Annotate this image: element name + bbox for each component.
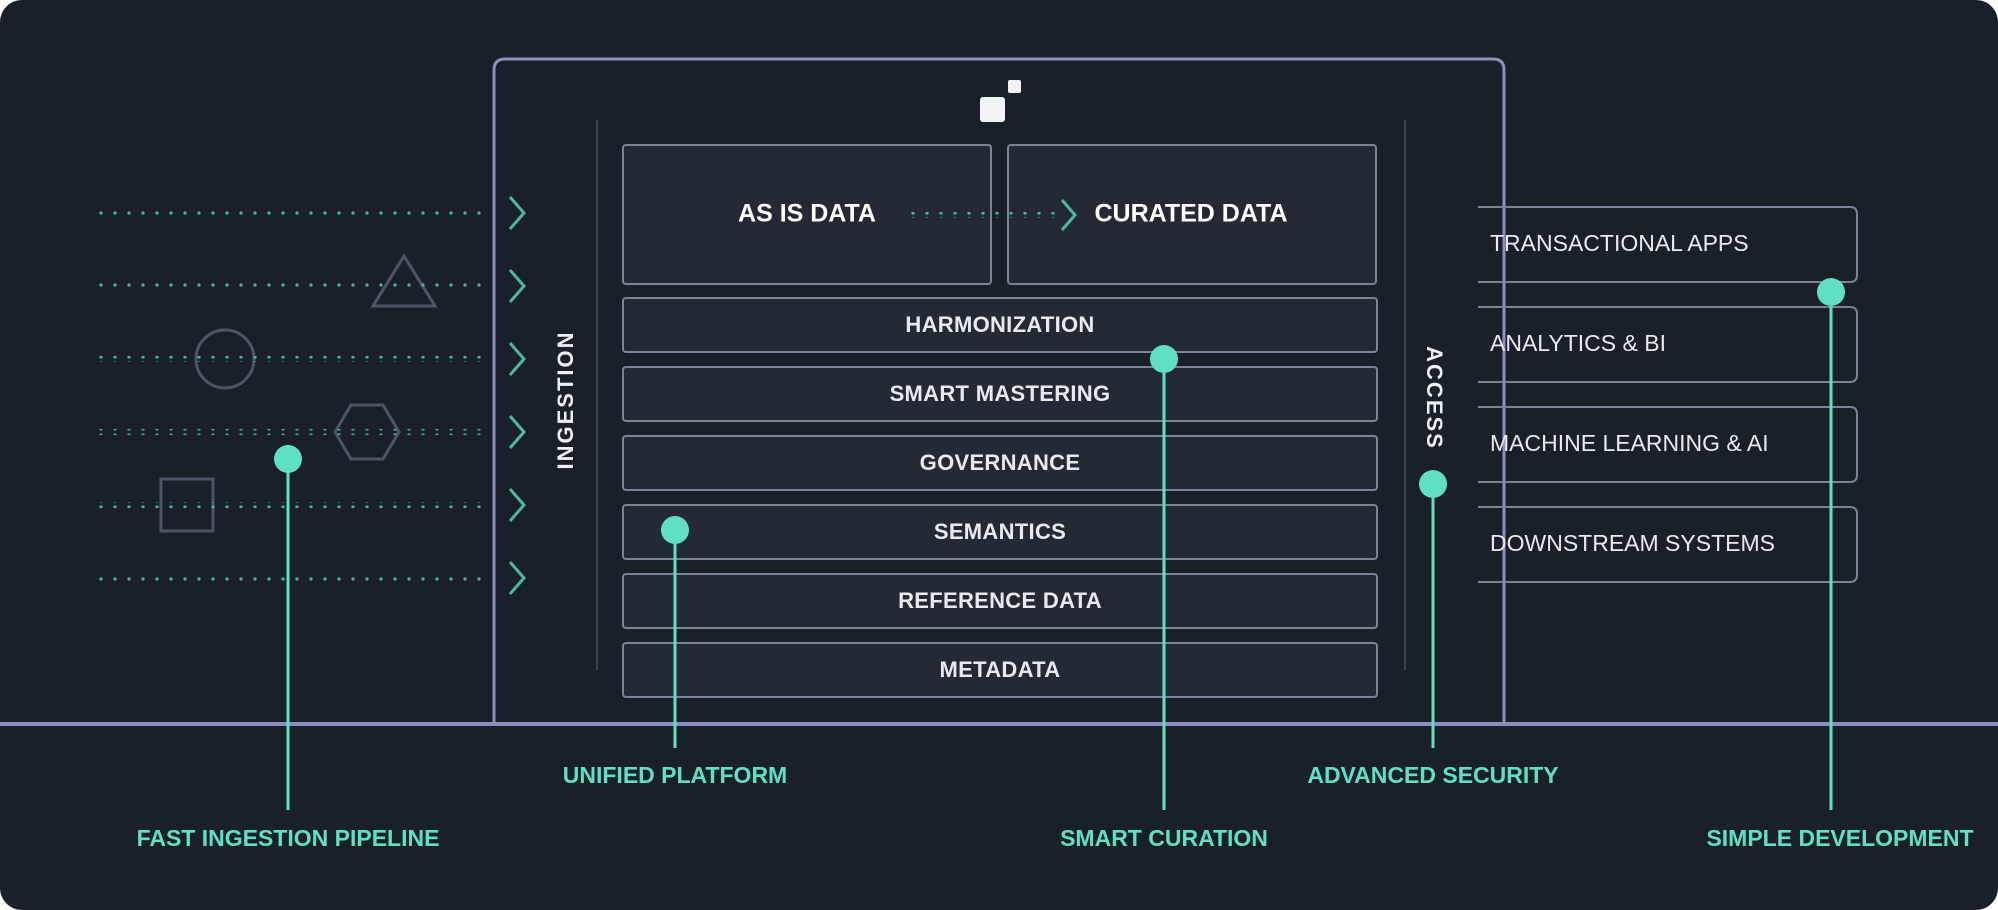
callout-label: SMART CURATION <box>1060 825 1268 851</box>
flow-arrow-5 <box>90 488 526 522</box>
curated-data-box: CURATED DATA <box>1007 144 1377 285</box>
flow-arrow-3 <box>90 342 526 376</box>
flow-arrow-6 <box>90 561 526 595</box>
layer-reference-data: REFERENCE DATA <box>622 573 1378 629</box>
app-label: DOWNSTREAM SYSTEMS <box>1490 530 1775 556</box>
layer-label: HARMONIZATION <box>905 312 1094 337</box>
platform-frame <box>492 57 1506 722</box>
callout-label: ADVANCED SECURITY <box>1307 762 1558 788</box>
ingestion-label: INGESTION <box>553 330 578 469</box>
layer-harmonization: HARMONIZATION <box>622 297 1378 353</box>
app-machine-learning-ai: MACHINE LEARNING & AI <box>1478 406 1858 483</box>
callout-fast-ingestion: FAST INGESTION PIPELINE <box>137 445 440 851</box>
layer-metadata: METADATA <box>622 642 1378 698</box>
app-transactional-apps: TRANSACTIONAL APPS <box>1478 206 1858 283</box>
curation-flow-arrow <box>903 199 1077 231</box>
as-is-data-box: AS IS DATA <box>622 144 992 285</box>
as-is-data-label: AS IS DATA <box>738 200 876 228</box>
layer-label: SEMANTICS <box>934 519 1066 544</box>
flow-arrow-2 <box>90 269 526 303</box>
triangle-source-icon <box>370 253 438 308</box>
callout-label: UNIFIED PLATFORM <box>563 762 787 788</box>
layer-smart-mastering: SMART MASTERING <box>622 366 1378 422</box>
access-label: ACCESS <box>1422 346 1447 450</box>
callout-unified-platform: UNIFIED PLATFORM <box>563 516 787 788</box>
flow-arrow-4 <box>90 415 526 449</box>
callout-label: FAST INGESTION PIPELINE <box>137 825 440 851</box>
flow-arrow-1 <box>90 196 526 230</box>
layer-governance: GOVERNANCE <box>622 435 1378 491</box>
callout-smart-curation: SMART CURATION <box>1060 345 1268 851</box>
layer-label: REFERENCE DATA <box>898 588 1102 613</box>
layer-label: GOVERNANCE <box>920 450 1081 475</box>
callout-advanced-security: ADVANCED SECURITY <box>1307 470 1559 788</box>
applications: TRANSACTIONAL APPS ANALYTICS & BI MACHIN… <box>1478 206 1858 583</box>
layer-label: SMART MASTERING <box>890 381 1111 406</box>
layer-label: METADATA <box>940 657 1061 682</box>
app-label: TRANSACTIONAL APPS <box>1490 230 1749 256</box>
app-label: ANALYTICS & BI <box>1490 330 1666 356</box>
callout-label: SIMPLE DEVELOPMENT <box>1706 825 1973 851</box>
platform-logo-icon <box>980 80 1021 122</box>
callouts: FAST INGESTION PIPELINE UNIFIED PLATFORM… <box>137 278 1974 851</box>
app-analytics-bi: ANALYTICS & BI <box>1478 306 1858 383</box>
layer-stack: HARMONIZATION SMART MASTERING GOVERNANCE… <box>622 297 1378 698</box>
app-downstream-systems: DOWNSTREAM SYSTEMS <box>1478 506 1858 583</box>
app-label: MACHINE LEARNING & AI <box>1490 430 1769 456</box>
curated-data-label: CURATED DATA <box>1094 200 1287 228</box>
ingestion-flows <box>90 196 526 595</box>
layer-semantics: SEMANTICS <box>622 504 1378 560</box>
callout-simple-development: SIMPLE DEVELOPMENT <box>1706 278 1974 851</box>
